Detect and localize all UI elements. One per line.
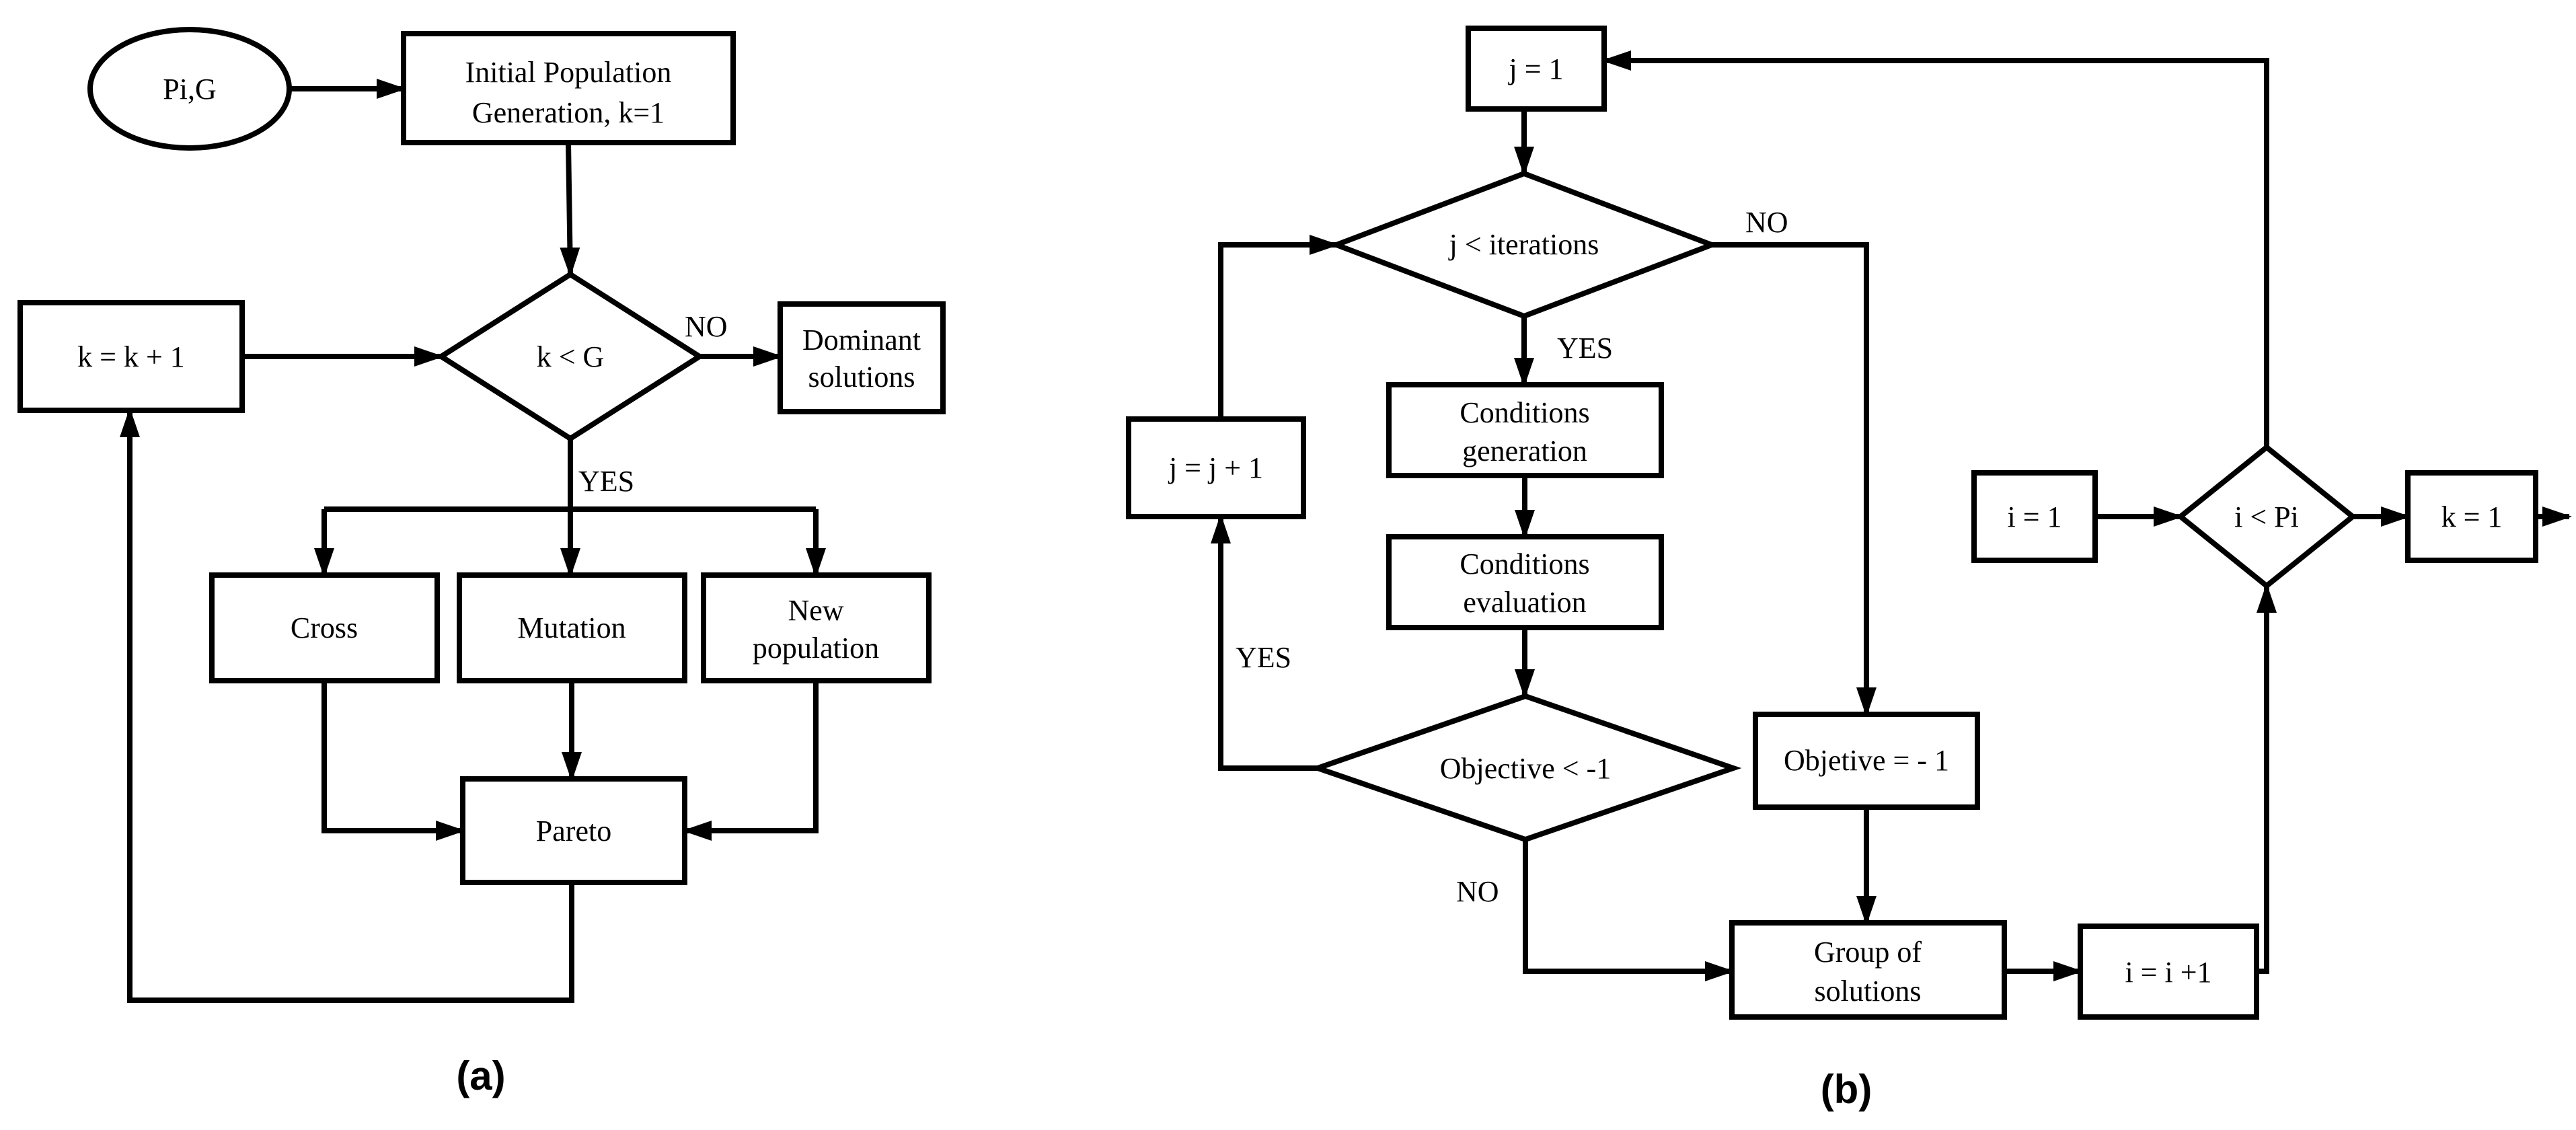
node-new-population-line2: population bbox=[753, 632, 879, 665]
node-initial-population: Initial Population Generation, k=1 bbox=[401, 31, 736, 145]
node-objetive-equals-label: Objetive = - 1 bbox=[1784, 744, 1949, 777]
edge-new-population-to-pareto bbox=[682, 681, 819, 841]
node-j-less-iterations-label: j < iterations bbox=[1448, 228, 1599, 261]
edge-label-no-bottom: NO bbox=[1456, 875, 1499, 908]
node-k-increment: k = k + 1 bbox=[17, 300, 245, 413]
panel-label-a: (a) bbox=[456, 1053, 505, 1098]
node-k-one: k = 1 bbox=[2405, 470, 2538, 563]
edge-i-increment-to-decision bbox=[2257, 583, 2277, 974]
node-j-less-iterations-decision: j < iterations bbox=[1328, 170, 1720, 319]
node-i-init-label: i = 1 bbox=[2007, 500, 2061, 533]
node-objetive-equals: Objetive = - 1 bbox=[1753, 712, 1980, 810]
panel-label-b: (b) bbox=[1821, 1067, 1872, 1112]
node-k-less-g-label: k < G bbox=[537, 340, 605, 373]
edge-decision-no-to-objetive bbox=[1712, 242, 1877, 717]
edge-label-no-a: NO bbox=[685, 310, 728, 343]
node-j-increment: j = j + 1 bbox=[1126, 416, 1306, 519]
node-conditions-evaluation: Conditions evaluation bbox=[1386, 534, 1664, 630]
node-objective-decision: Objective < -1 bbox=[1309, 693, 1742, 843]
node-group-line1: Group of bbox=[1814, 936, 1922, 969]
node-conditions-evaluation-line1: Conditions bbox=[1460, 548, 1589, 580]
node-j-increment-label: j = j + 1 bbox=[1168, 451, 1263, 484]
node-i-less-pi-label: i < Pi bbox=[2234, 500, 2299, 533]
node-i-less-pi-decision: i < Pi bbox=[2176, 443, 2357, 590]
node-mutation-label: Mutation bbox=[517, 611, 626, 644]
node-dominant-line1: Dominant bbox=[802, 324, 921, 356]
edge-pareto-loop-to-increment bbox=[120, 408, 574, 1003]
node-mutation: Mutation bbox=[457, 572, 687, 683]
edge-label-yes-left: YES bbox=[1236, 641, 1291, 674]
edge-objective-yes-to-j-increment bbox=[1211, 514, 1318, 771]
node-cross-label: Cross bbox=[291, 611, 358, 644]
node-conditions-generation-line1: Conditions bbox=[1460, 396, 1589, 429]
node-dominant-line2: solutions bbox=[808, 361, 915, 393]
node-group-line2: solutions bbox=[1815, 975, 1922, 1008]
node-dominant-solutions: Dominant solutions bbox=[778, 301, 946, 414]
node-pig-start: Pi,G bbox=[87, 27, 292, 151]
node-group-of-solutions: Group of solutions bbox=[1729, 920, 2007, 1020]
edge-objective-no-to-group bbox=[1523, 839, 1735, 981]
node-initial-population-line2: Generation, k=1 bbox=[472, 96, 665, 129]
edge-i-decision-loop-to-j-init bbox=[1601, 50, 2269, 447]
node-pig-label: Pi,G bbox=[163, 73, 216, 106]
node-conditions-evaluation-line2: evaluation bbox=[1463, 586, 1586, 619]
node-j-init: j = 1 bbox=[1466, 26, 1607, 112]
panel-a: Pi,G Initial Population Generation, k=1 … bbox=[17, 27, 946, 1098]
edge-cross-to-pareto bbox=[321, 681, 465, 841]
edge-label-no-top: NO bbox=[1745, 206, 1788, 239]
node-i-init: i = 1 bbox=[1971, 470, 2098, 563]
node-k-increment-label: k = k + 1 bbox=[77, 340, 185, 373]
node-initial-population-line1: Initial Population bbox=[465, 56, 672, 89]
edge-label-yes-top: YES bbox=[1557, 332, 1613, 365]
edge-initial-to-decision bbox=[560, 142, 580, 277]
node-cross: Cross bbox=[209, 572, 440, 683]
node-pareto: Pareto bbox=[460, 776, 687, 885]
node-k-less-g-decision: k < G bbox=[436, 271, 705, 442]
node-conditions-generation-line2: generation bbox=[1462, 435, 1587, 467]
node-new-population: New population bbox=[701, 572, 932, 683]
node-conditions-generation: Conditions generation bbox=[1386, 382, 1664, 478]
edge-label-yes-a: YES bbox=[578, 465, 634, 498]
node-pareto-label: Pareto bbox=[536, 815, 611, 848]
edge-j-increment-to-decision bbox=[1218, 235, 1339, 419]
panel-b: j = 1 j < iterations Conditions generati… bbox=[1126, 26, 2572, 1112]
node-i-increment: i = i +1 bbox=[2078, 924, 2259, 1020]
node-new-population-line1: New bbox=[788, 594, 843, 627]
node-j-init-label: j = 1 bbox=[1507, 52, 1563, 85]
node-i-increment-label: i = i +1 bbox=[2125, 956, 2211, 989]
node-objective-decision-label: Objective < -1 bbox=[1440, 752, 1612, 785]
node-k-one-label: k = 1 bbox=[2441, 500, 2503, 533]
